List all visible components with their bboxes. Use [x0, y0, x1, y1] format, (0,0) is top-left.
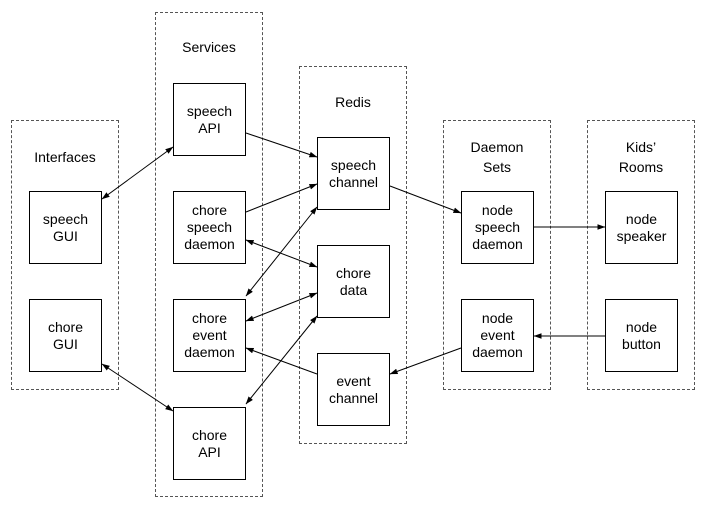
node-event-channel: event channel [317, 353, 390, 426]
node-label-node-speech-daemon: node speech daemon [472, 202, 523, 252]
group-label-kids-rooms: Kids’ Rooms [618, 139, 664, 175]
edge-event-channel-to-chore-event-daemon [245, 347, 318, 375]
node-label-chore-data: chore data [335, 264, 372, 298]
node-label-node-event-daemon: node event daemon [472, 310, 523, 360]
node-label-node-button: node button [622, 318, 661, 352]
node-node-speaker: node speaker [605, 191, 678, 264]
node-chore-speech-daemon: chore speech daemon [173, 191, 246, 264]
group-interfaces: Interfaces [11, 120, 119, 390]
node-label-speech-channel: speech channel [328, 156, 379, 190]
node-label-speech-gui: speech GUI [42, 210, 89, 244]
group-label-interfaces: Interfaces [34, 149, 96, 165]
group-label-services: Services [182, 39, 236, 55]
group-daemon-sets: Daemon Sets [443, 120, 551, 390]
edge-chore-speech-daemon-to-chore-data [245, 239, 318, 268]
node-speech-gui: speech GUI [29, 191, 102, 264]
edge-chore-gui-to-chore-api [101, 363, 174, 412]
node-label-speech-api: speech API [186, 102, 233, 136]
edge-node-event-daemon-to-event-channel [389, 347, 462, 375]
node-label-node-speaker: node speaker [616, 210, 667, 244]
edge-speech-channel-to-node-speech-daemon [389, 185, 462, 214]
edge-chore-event-daemon-to-chore-data [245, 292, 318, 322]
node-label-chore-speech-daemon: chore speech daemon [184, 202, 235, 252]
edge-speech-api-to-speech-channel [245, 132, 318, 158]
group-label-daemon-sets: Daemon Sets [470, 139, 524, 175]
node-chore-data: chore data [317, 245, 390, 318]
node-chore-api: chore API [173, 407, 246, 480]
edge-speech-gui-to-speech-api [101, 146, 174, 200]
node-node-speech-daemon: node speech daemon [461, 191, 534, 264]
node-speech-channel: speech channel [317, 137, 390, 210]
group-label-redis: Redis [335, 94, 371, 110]
edge-chore-speech-daemon-to-speech-channel [245, 183, 318, 213]
node-node-button: node button [605, 299, 678, 372]
node-node-event-daemon: node event daemon [461, 299, 534, 372]
node-label-event-channel: event channel [328, 372, 379, 406]
node-label-chore-event-daemon: chore event daemon [184, 310, 235, 360]
node-speech-api: speech API [173, 83, 246, 156]
edge-chore-event-daemon-to-speech-channel [245, 206, 318, 297]
node-label-chore-gui: chore GUI [47, 318, 84, 352]
node-chore-gui: chore GUI [29, 299, 102, 372]
node-chore-event-daemon: chore event daemon [173, 299, 246, 372]
node-label-chore-api: chore API [191, 426, 228, 460]
edge-chore-api-to-chore-data [245, 315, 318, 405]
group-kids-rooms: Kids’ Rooms [587, 120, 695, 390]
